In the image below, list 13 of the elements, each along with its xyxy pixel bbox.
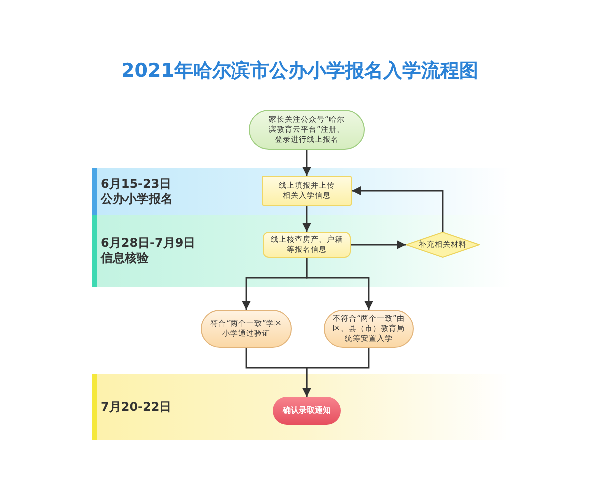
date-label: 7月20-22日 bbox=[101, 400, 172, 414]
stage-label: 信息核验 bbox=[101, 251, 149, 266]
stage-label: 公办小学报名 bbox=[101, 192, 173, 206]
arrow bbox=[302, 348, 370, 397]
title: 2021年哈尔滨市公办小学报名入学流程图 bbox=[122, 59, 478, 84]
arrow bbox=[302, 206, 312, 232]
date-label: 6月28日-7月9日 bbox=[101, 236, 196, 251]
date-label: 6月15-23日 bbox=[101, 176, 172, 192]
end-box: 确认录取通知 bbox=[273, 397, 341, 425]
arrow bbox=[351, 240, 406, 250]
arrow bbox=[352, 186, 444, 232]
arrow bbox=[302, 150, 312, 176]
arrow bbox=[306, 258, 374, 310]
